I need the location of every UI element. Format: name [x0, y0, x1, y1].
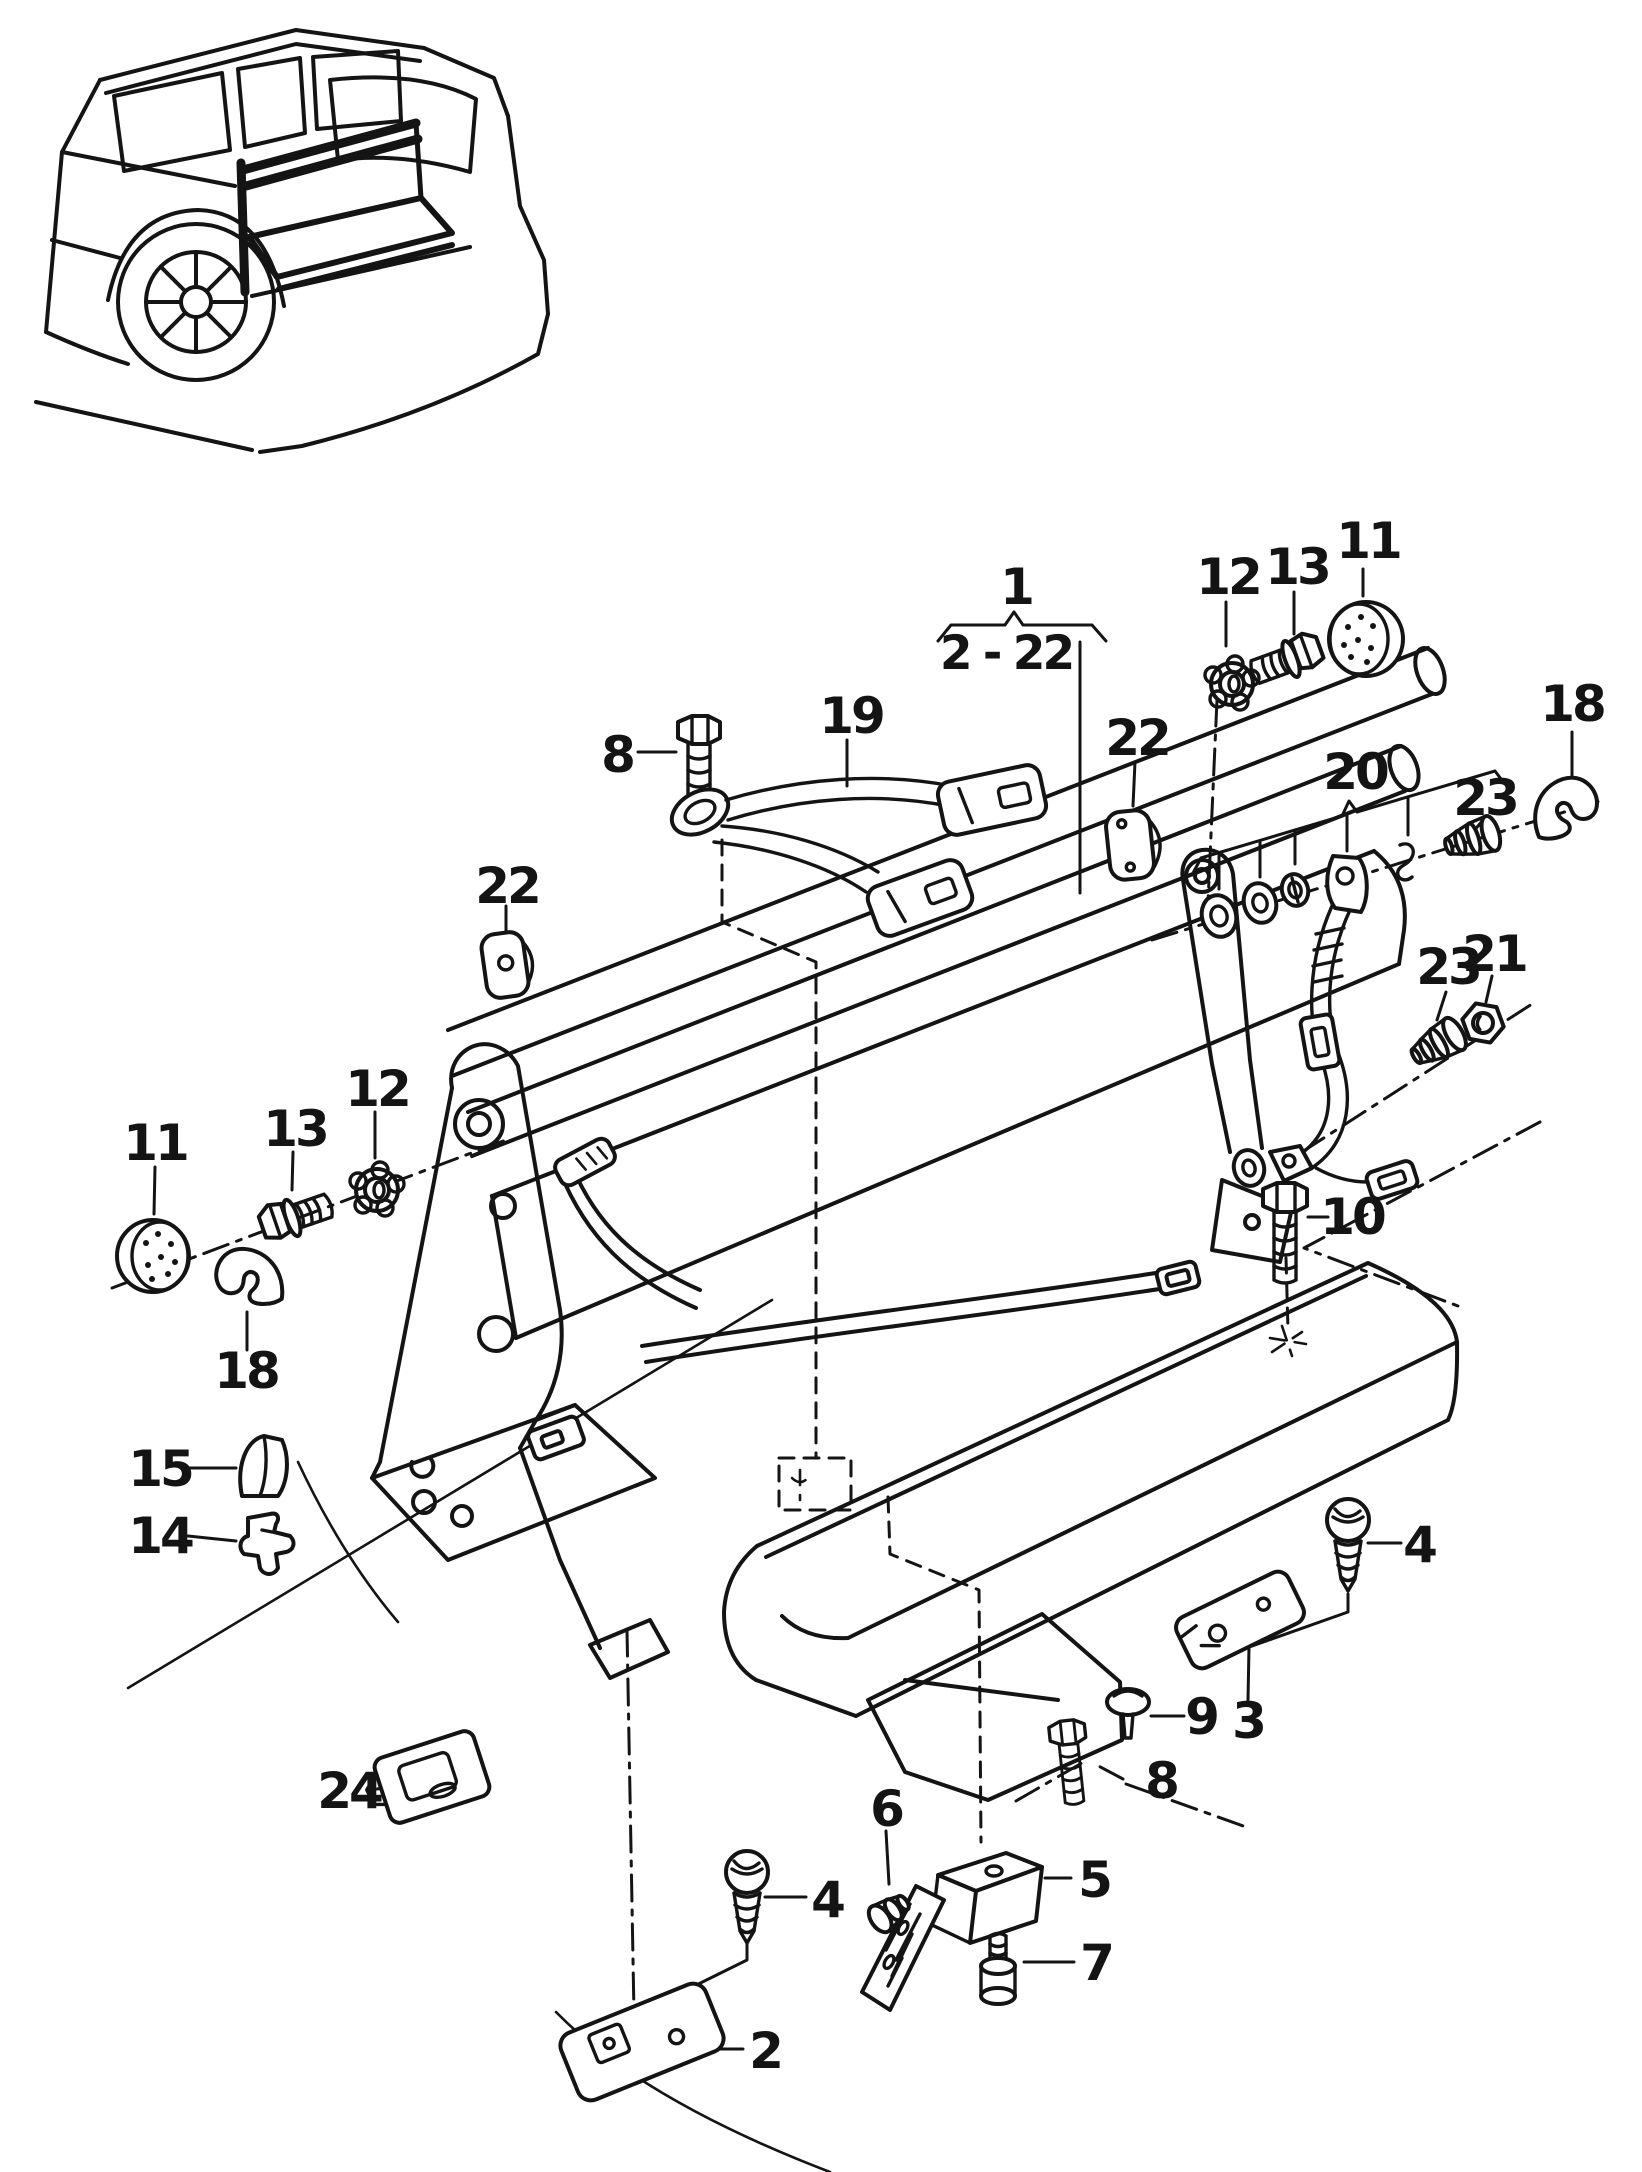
slide-plate-24	[365, 1729, 492, 1825]
callout-10[interactable]: 10	[1320, 1188, 1388, 1246]
belt-top-anchor	[1325, 854, 1369, 914]
leader-lines	[152, 567, 1574, 2051]
belt-clip	[1396, 842, 1415, 882]
anchor-plate-3	[1174, 1569, 1306, 1671]
callout-12-top[interactable]: 12	[1196, 548, 1263, 606]
callout-12-left[interactable]: 12	[345, 1060, 412, 1118]
round-cover-cap-11-top	[1327, 600, 1405, 678]
belt-guide-15	[238, 1434, 289, 1498]
callout-14[interactable]: 14	[128, 1507, 196, 1565]
belt-tongue	[553, 1136, 617, 1188]
drop-line-buckles	[720, 838, 818, 1458]
wheelhouse-arc	[296, 1460, 400, 1624]
drop-line-bracket-5	[886, 1495, 983, 1844]
tapping-screw-4-left	[724, 1849, 770, 1945]
hex-bolt-8-upper	[676, 714, 722, 821]
callout-20[interactable]: 20	[1323, 743, 1391, 801]
callout-2[interactable]: 2	[749, 2022, 784, 2080]
seat-cushion	[722, 1261, 1460, 1718]
callout-21[interactable]: 21	[1462, 925, 1529, 983]
hex-bolt-8-lower	[1047, 1718, 1088, 1806]
callout-8-lower[interactable]: 8	[1145, 1752, 1180, 1810]
hex-bolt-13-left	[256, 1192, 334, 1240]
callout-23-lower[interactable]: 23	[1416, 938, 1483, 996]
callout-19[interactable]: 19	[819, 687, 886, 745]
belt-bottom-anchor	[1268, 1144, 1314, 1183]
drop-line-plate-2	[625, 1628, 636, 2016]
group-callout-1: 1 2 - 22	[936, 558, 1108, 895]
callout-24[interactable]: 24	[317, 1762, 385, 1820]
belt-buckle-small	[526, 1414, 586, 1462]
shoulder-bolt-7	[979, 1931, 1017, 2006]
callout-18-right[interactable]: 18	[1540, 675, 1607, 733]
belt-end-loop	[1364, 1159, 1420, 1201]
bench-seat-drawing	[370, 646, 1460, 1802]
callout-15[interactable]: 15	[128, 1440, 195, 1498]
axis-lower-bolt-nut	[1300, 1002, 1534, 1154]
callout-5[interactable]: 5	[1078, 1851, 1113, 1909]
car-inset-sketch	[34, 28, 550, 454]
oval-cover-cap-22-center	[1104, 808, 1162, 882]
callout-3[interactable]: 3	[1232, 1692, 1267, 1750]
callout-18-left[interactable]: 18	[214, 1342, 281, 1400]
brace-20	[1190, 769, 1506, 877]
backrest-rails	[446, 646, 1447, 1340]
detail-wedge-bolt-10	[1302, 1120, 1542, 1308]
oval-cover-cap-22-left	[479, 930, 535, 1000]
belt-adjuster	[1298, 1012, 1342, 1072]
bolt-6	[866, 1893, 911, 1935]
lap-belt-assembly-20	[1199, 842, 1420, 1201]
seat-belts-on-frame	[526, 1136, 1202, 1462]
axis-belt-fittings	[1150, 799, 1602, 942]
mount-target-bolt-10	[1268, 1324, 1308, 1358]
callout-22-center[interactable]: 22	[1105, 709, 1172, 767]
hex-bolt-13-top	[1249, 631, 1326, 685]
hex-nut-21	[1460, 1001, 1506, 1045]
callout-9[interactable]: 9	[1185, 1688, 1220, 1746]
callout-13-top[interactable]: 13	[1265, 538, 1332, 596]
bench-highlight-in-car	[236, 118, 472, 298]
serrated-grommet-12-left	[348, 1160, 406, 1218]
callout-4-right[interactable]: 4	[1403, 1516, 1439, 1574]
shoulder-bolt-23-upper	[1443, 814, 1503, 857]
shoulder-bolt-23-lower	[1409, 1015, 1468, 1066]
callout-11-left[interactable]: 11	[123, 1114, 190, 1172]
hatched-wedge	[860, 1884, 946, 2012]
callout-13-left[interactable]: 13	[263, 1100, 330, 1158]
body-cut-line	[126, 1298, 774, 1690]
seat-pedestal	[866, 1612, 1124, 1802]
double-belt-buckle-19	[669, 763, 1049, 938]
left-side-frame	[370, 1042, 670, 1680]
callout-labels: 8 19 22 12 13 11 18 20 23 21 23 10 12 13…	[123, 512, 1607, 2080]
construction-lines	[110, 698, 1602, 2172]
callout-8-upper[interactable]: 8	[601, 726, 636, 784]
callout-11-top[interactable]: 11	[1336, 512, 1403, 570]
retaining-clip-14	[238, 1511, 296, 1576]
tapping-screw-4-right	[1325, 1497, 1371, 1593]
callout-23-upper[interactable]: 23	[1453, 769, 1520, 827]
round-cover-cap-11-left	[115, 1218, 191, 1294]
mount-target-buckles	[777, 1456, 853, 1512]
callout-4-left[interactable]: 4	[811, 1871, 847, 1929]
group-brace	[936, 610, 1108, 643]
hex-bolt-10	[1261, 1181, 1309, 1285]
anchor-plate-2	[558, 1981, 726, 2103]
belt-hook-18-left	[214, 1246, 285, 1306]
callout-7[interactable]: 7	[1080, 1934, 1115, 1992]
callout-6[interactable]: 6	[870, 1780, 906, 1838]
callout-range-label[interactable]: 2 - 22	[940, 626, 1075, 681]
push-pin-screw-9	[1105, 1687, 1151, 1740]
wheel-spokes	[144, 250, 248, 354]
belt-hook-18-right	[1533, 775, 1599, 841]
callout-22-left[interactable]: 22	[475, 857, 542, 915]
callout-1-label[interactable]: 1	[1000, 558, 1035, 616]
mounting-bracket-5	[930, 1851, 1044, 1945]
